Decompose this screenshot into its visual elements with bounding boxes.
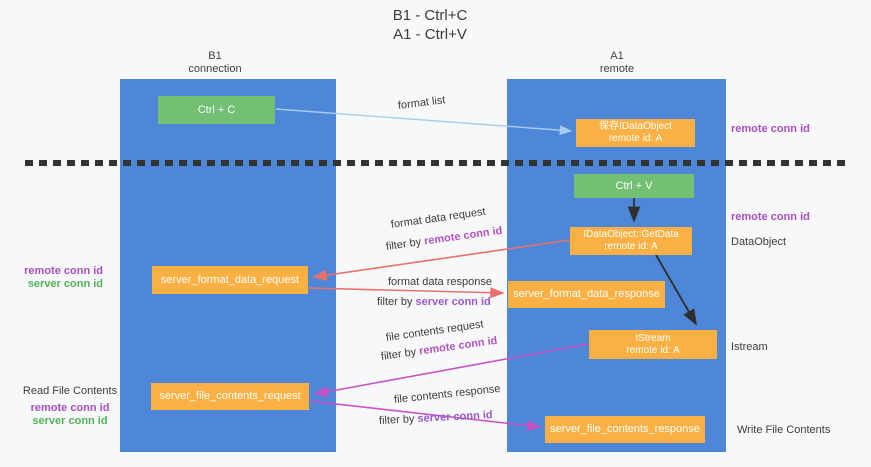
lane-b1-name: B1	[208, 50, 222, 62]
dataobject-label: DataObject	[731, 236, 787, 248]
getdata-line1: IDataObject::GetData	[583, 229, 679, 240]
format-data-request-label: format data request	[390, 205, 487, 231]
server-conn-id-text: server conn id	[417, 409, 493, 425]
diagram-title-line2: A1 - Ctrl+V	[393, 26, 467, 43]
lane-header-b1: B1 connection	[155, 50, 275, 76]
ctrl-v-node: Ctrl + V	[574, 174, 694, 198]
format-list-label: format list	[397, 94, 447, 112]
server-conn-id-text: server conn id	[415, 296, 491, 308]
right-remote-conn-id-2: remote conn id	[731, 211, 810, 223]
file-contents-response-label: file contents response	[393, 382, 502, 406]
left-conn-ids: remote conn id server conn id	[10, 265, 103, 291]
filter-by-text: filter by	[378, 413, 415, 427]
lane-b1-subtitle: connection	[188, 63, 242, 75]
file-request-label: server_file_contents_request	[159, 390, 301, 402]
format-request-node: server_format_data_request	[152, 266, 308, 294]
left-server-conn-id-2: server conn id	[32, 415, 108, 427]
format-data-response-label: format data response	[388, 276, 492, 288]
remote-conn-id-text: remote conn id	[423, 224, 504, 248]
istream-label: Istream	[731, 341, 768, 353]
save-idataobject-line2: remote id: A	[608, 133, 663, 144]
filter-by-server-label-1: filter by server conn id	[377, 296, 491, 308]
save-idataobject-line1: 保存IDataObject	[599, 121, 672, 132]
ctrl-c-label: Ctrl + C	[197, 103, 236, 116]
istream-line1: IStream	[635, 332, 671, 344]
filter-by-text: filter by	[380, 346, 417, 363]
lane-header-a1: A1 remote	[557, 50, 677, 76]
dashed-separator-line	[25, 160, 845, 166]
diagram-title-line1: B1 - Ctrl+C	[392, 7, 468, 24]
file-response-label: server_file_contents_response	[550, 423, 700, 435]
write-file-contents-label: Write File Contents	[737, 424, 831, 436]
ctrl-v-label: Ctrl + V	[615, 179, 653, 192]
lane-a1-name: A1	[610, 50, 624, 62]
bottom-left-conn-ids: remote conn id server conn id	[20, 402, 120, 428]
getdata-line2: remote id: A	[604, 241, 658, 252]
file-request-node: server_file_contents_request	[151, 383, 309, 410]
format-response-node: server_format_data_response	[508, 281, 665, 308]
filter-by-text: filter by	[377, 296, 413, 308]
read-file-contents-label: Read File Contents	[22, 385, 118, 397]
lane-a1-subtitle: remote	[599, 63, 635, 75]
left-remote-conn-id-2: remote conn id	[30, 402, 110, 414]
filter-by-server-label-2: filter by server conn id	[379, 409, 493, 427]
save-idataobject-node: 保存IDataObject remote id: A	[576, 119, 695, 147]
remote-conn-id-text: remote conn id	[418, 334, 499, 358]
format-data-response-arrow	[307, 287, 505, 299]
file-response-node: server_file_contents_response	[545, 416, 705, 443]
left-server-conn-id: server conn id	[27, 278, 103, 290]
ctrl-c-node: Ctrl + C	[158, 96, 275, 124]
format-request-label: server_format_data_request	[160, 273, 300, 286]
getdata-node: IDataObject::GetData remote id: A	[570, 227, 692, 255]
right-remote-conn-id-1: remote conn id	[731, 123, 810, 135]
format-response-label: server_format_data_response	[513, 288, 660, 300]
istream-node: IStream remote id: A	[589, 330, 717, 359]
diagram-title: B1 - Ctrl+C A1 - Ctrl+V	[310, 6, 550, 44]
filter-by-text: filter by	[385, 236, 422, 253]
left-remote-conn-id: remote conn id	[24, 265, 103, 277]
istream-line2: remote id: A	[626, 344, 680, 356]
